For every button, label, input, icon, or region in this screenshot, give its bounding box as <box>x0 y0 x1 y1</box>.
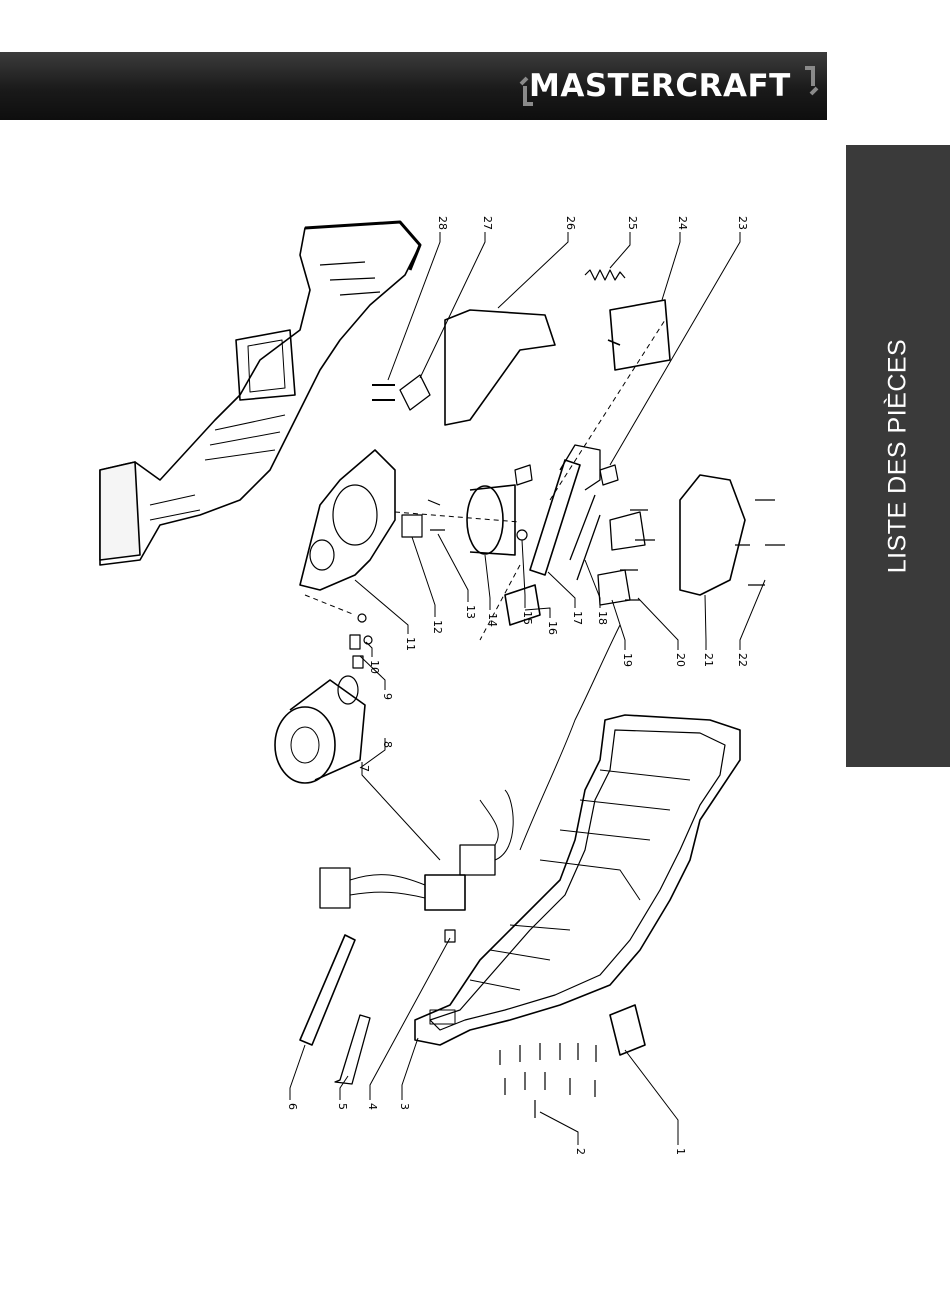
part-number: 19 <box>621 653 634 667</box>
screw-13 <box>428 500 445 530</box>
part-number: 27 <box>481 216 494 230</box>
shoe-plate <box>400 375 430 410</box>
screws-20 <box>620 510 655 600</box>
bushing-15 <box>517 530 527 540</box>
part-number: 12 <box>431 620 444 634</box>
part-number: 16 <box>546 621 559 635</box>
shoe-screws <box>372 385 395 400</box>
part-number: 4 <box>366 1103 379 1110</box>
plunger-shaft <box>530 460 580 575</box>
leader-lines <box>290 232 765 1145</box>
gearbox-housing <box>300 450 395 590</box>
part-number: 23 <box>736 216 749 230</box>
part-number: 1 <box>674 1148 687 1155</box>
part-number: 21 <box>702 653 715 667</box>
part-number: 8 <box>381 741 394 748</box>
part-number: 26 <box>564 216 577 230</box>
part-number: 10 <box>368 660 381 674</box>
part-number: 3 <box>398 1103 411 1110</box>
battery-pad <box>610 1005 645 1055</box>
hex-key <box>335 1015 370 1084</box>
part-number: 7 <box>358 765 371 772</box>
part-number: 2 <box>574 1148 587 1155</box>
part-number: 20 <box>674 653 687 667</box>
part-number: 11 <box>404 637 417 651</box>
main-housing <box>415 715 740 1045</box>
motor <box>275 676 365 783</box>
spring <box>585 270 625 280</box>
part-number-labels: 1 2 3 4 5 6 7 8 9 10 11 12 13 14 15 16 1… <box>286 216 749 1155</box>
part-number: 5 <box>336 1103 349 1110</box>
saw-blade <box>300 935 355 1045</box>
part-number: 14 <box>486 613 499 627</box>
saw-overview-illustration <box>100 222 420 565</box>
part-number: 28 <box>436 216 449 230</box>
pin <box>445 930 455 942</box>
blade-sleeve <box>608 300 670 370</box>
part-number: 13 <box>464 605 477 619</box>
guide-pins <box>570 495 600 580</box>
part-number: 17 <box>571 611 584 625</box>
screw-set <box>500 1043 596 1118</box>
part-number: 6 <box>286 1103 299 1110</box>
part-number: 18 <box>596 611 609 625</box>
mounting-plates <box>598 512 645 605</box>
part-number: 24 <box>676 216 689 230</box>
bearing-12 <box>402 515 422 537</box>
drive-gear <box>467 485 515 555</box>
part-number: 15 <box>521 611 534 625</box>
part-number: 22 <box>736 653 749 667</box>
shoe-bracket <box>445 310 555 425</box>
part-number: 25 <box>626 216 639 230</box>
part-number: 9 <box>381 693 394 700</box>
front-housing <box>680 475 745 595</box>
